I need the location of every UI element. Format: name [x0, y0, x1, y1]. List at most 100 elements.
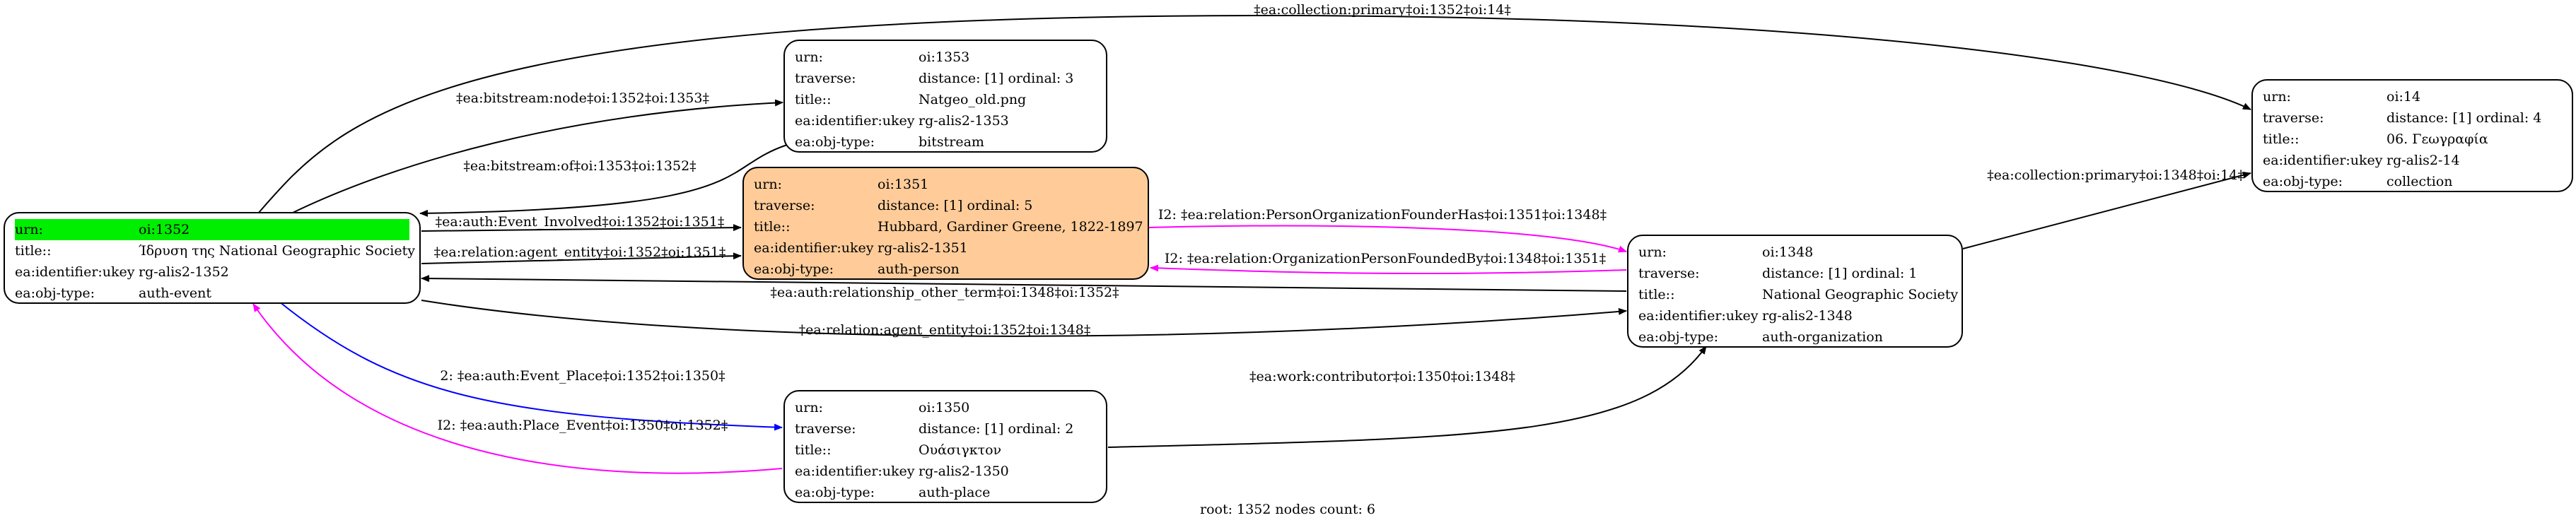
node-value: oi:14: [2386, 89, 2421, 105]
node-row-urn: urn: oi:14: [2263, 86, 2562, 107]
node-value: oi:1351: [878, 177, 929, 192]
edge-label-person-org-founder: I2: ‡ea:relation:PersonOrganizationFound…: [1158, 207, 1607, 223]
node-key: ea:identifier:ukey: [15, 264, 135, 280]
node-row-obj-type: ea:obj-type: auth-event: [15, 283, 409, 304]
node-oi-1350[interactable]: urn: oi:1350 traverse: distance: [1] ordin…: [783, 390, 1107, 503]
node-key: ea:identifier:ukey: [2263, 153, 2383, 168]
node-key: ea:obj-type:: [2263, 174, 2343, 189]
node-oi-1352[interactable]: urn:oi:1352 title::Ίδρυση της National G…: [4, 212, 421, 304]
node-value: bitstream: [919, 134, 984, 150]
node-value: distance: [1] ordinal: 2: [919, 421, 1074, 437]
node-value: National Geographic Society: [1762, 287, 1959, 302]
node-value: rg-alis2-1350: [919, 464, 1009, 479]
node-row-obj-type: ea:obj-type: auth-organization: [1638, 326, 1952, 348]
edge-label-collection-primary-1352-14: ‡ea:collection:primary‡oi:1352‡oi:14‡: [1254, 2, 1511, 18]
node-row-obj-type: ea:obj-type:collection: [2263, 171, 2562, 192]
node-row-traverse: traverse: distance: [1] ordinal: 4: [2263, 107, 2562, 129]
node-key: ea:identifier:ukey: [795, 464, 915, 479]
node-value: oi:1348: [1762, 244, 1814, 260]
node-oi-1348[interactable]: urn:oi:1348 traverse:distance: [1] ordin…: [1627, 235, 1963, 348]
node-value: distance: [1] ordinal: 3: [919, 71, 1074, 86]
node-key: ea:obj-type:: [795, 134, 875, 150]
node-row-urn: urn:oi:1352: [15, 219, 409, 240]
node-value: distance: [1] ordinal: 4: [2386, 110, 2542, 126]
node-row-ukey: ea:identifier:ukey rg-alis2-1350: [795, 461, 1096, 482]
edge-event-involved: [421, 224, 742, 232]
edge-relationship-other-term: [421, 275, 1627, 292]
node-row-traverse: traverse:distance: [1] ordinal: 3: [795, 68, 1096, 89]
node-oi-14[interactable]: urn: oi:14 traverse: distance: [1] ordinal…: [2251, 79, 2573, 192]
node-row-urn: urn: oi:1350: [795, 397, 1096, 418]
node-key: title::: [795, 442, 832, 458]
edge-label-event-place: 2: ‡ea:auth:Event_Place‡oi:1352‡oi:1350‡: [440, 368, 725, 384]
node-row-traverse: traverse: distance: [1] ordinal: 2: [795, 418, 1096, 440]
node-key: ea:obj-type:: [795, 485, 875, 500]
node-key: title::: [15, 243, 52, 259]
node-row-urn: urn: oi:1353: [795, 47, 1096, 68]
node-key: urn:: [2263, 89, 2291, 105]
node-row-title: title::Hubbard, Gardiner Greene, 1822-18…: [754, 216, 1143, 237]
node-value: auth-place: [919, 485, 991, 500]
edge-label-relationship-other-term: ‡ea:auth:relationship_other_term‡oi:1348…: [770, 285, 1119, 300]
edge-person-org-founder: [1148, 225, 1627, 253]
edge-label-agent-entity-1351: ‡ea:relation:agent_entity‡oi:1352‡oi:135…: [433, 244, 726, 260]
node-value: Hubbard, Gardiner Greene, 1822-1897: [878, 219, 1143, 235]
node-value: Ουάσιγκτον: [919, 442, 1002, 458]
node-value: rg-alis2-14: [2386, 153, 2460, 168]
edge-collection-primary-1348-14: [1962, 171, 2251, 249]
node-key: urn:: [1638, 244, 1667, 260]
edge-label-bitstream-of: ‡ea:bitstream:of‡oi:1353‡oi:1352‡: [463, 158, 697, 174]
node-row-traverse: traverse: distance: [1] ordinal: 5: [754, 195, 1138, 216]
node-key: title::: [1638, 287, 1675, 302]
edge-label-org-person-founded: I2: ‡ea:relation:OrganizationPersonFound…: [1164, 251, 1607, 266]
node-key: ea:obj-type:: [1638, 329, 1719, 345]
node-key: ea:obj-type:: [15, 285, 95, 301]
node-row-title: title::Ουάσιγκτον: [795, 440, 1096, 461]
node-row-urn: urn: oi:1348: [1638, 242, 1952, 263]
node-value: rg-alis2-1352: [139, 264, 229, 280]
edge-label-place-event: I2: ‡ea:auth:Place_Event‡oi:1350‡oi:1352…: [437, 418, 728, 433]
node-value: distance: [1] ordinal: 1: [1762, 266, 1918, 281]
node-key: traverse:: [754, 198, 815, 213]
node-oi-1351[interactable]: urn: oi:1351 traverse: distance: [1] ordin…: [742, 167, 1149, 280]
node-value: 06. Γεωγραφία: [2386, 131, 2488, 147]
node-oi-1353[interactable]: urn: oi:1353 traverse:distance: [1] ordin…: [783, 40, 1107, 153]
node-row-title: title::06. Γεωγραφία: [2263, 129, 2562, 150]
edge-place-event: [252, 303, 783, 474]
edge-label-bitstream-node: ‡ea:bitstream:node‡oi:1352‡oi:1353‡: [456, 90, 709, 106]
edge-collection-primary-1352-14: [257, 14, 2251, 214]
node-key: urn:: [754, 177, 782, 192]
node-row-obj-type: ea:obj-type:auth-person: [754, 259, 1138, 280]
node-key: traverse:: [795, 421, 856, 437]
edge-agent-entity-1351: [421, 252, 742, 264]
node-value: oi:1350: [919, 400, 970, 415]
node-key: traverse:: [2263, 110, 2324, 126]
node-value: oi:1353: [919, 49, 970, 65]
node-key: title::: [795, 92, 832, 107]
node-value: auth-event: [139, 285, 211, 301]
node-key: title::: [754, 219, 791, 235]
node-value: auth-organization: [1762, 329, 1883, 345]
node-value: oi:1352: [139, 219, 409, 240]
edge-bitstream-node: [291, 99, 783, 214]
node-key: ea:identifier:ukey: [1638, 308, 1759, 324]
node-key: ea:identifier:ukey: [795, 113, 915, 129]
node-key: urn:: [795, 400, 823, 415]
edge-event-place: [279, 301, 783, 431]
edge-work-contributor: [1107, 346, 1707, 448]
node-key: urn:: [795, 49, 823, 65]
node-row-title: title::Ίδρυση της National Geographic So…: [15, 240, 415, 261]
node-key: title::: [2263, 131, 2300, 147]
node-value: distance: [1] ordinal: 5: [878, 198, 1033, 213]
graph-footer: root: 1352 nodes count: 6: [1199, 502, 1376, 517]
edge-bitstream-of: [419, 144, 788, 217]
node-row-obj-type: ea:obj-type: bitstream: [795, 131, 1096, 153]
edge-org-person-founded: [1150, 264, 1627, 275]
node-row-obj-type: ea:obj-type: auth-place: [795, 482, 1096, 503]
edge-label-event-involved: ‡ea:auth:Event_Involved‡oi:1352‡oi:1351‡: [435, 214, 725, 230]
node-row-urn: urn: oi:1351: [754, 174, 1138, 195]
node-value: rg-alis2-1348: [1762, 308, 1853, 324]
